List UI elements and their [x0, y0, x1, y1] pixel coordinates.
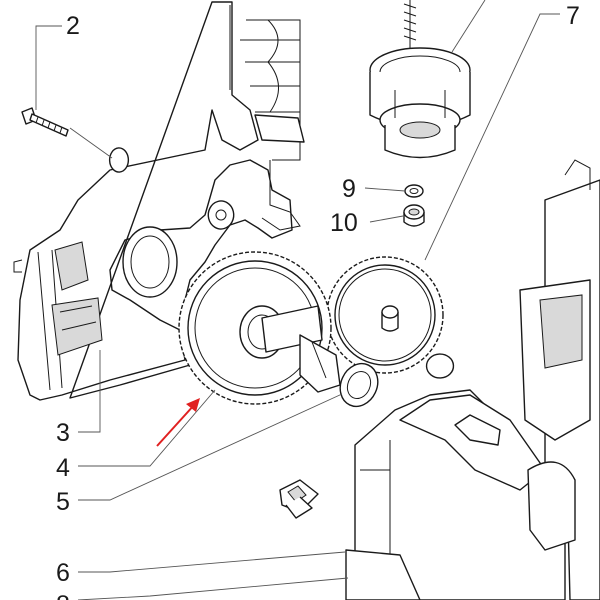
second-gear — [326, 256, 444, 374]
part-9-washer — [404, 184, 424, 198]
red-arrow-indicator — [156, 398, 200, 447]
leader-lines — [35, 0, 560, 600]
callout-2: 2 — [66, 12, 80, 40]
part-4-main-gear — [178, 251, 332, 405]
part-7-spring-holder — [369, 0, 471, 159]
part-3-side-cover — [13, 1, 305, 401]
callout-4: 4 — [56, 454, 70, 482]
callout-10: 10 — [330, 209, 358, 237]
callout-8: 8 — [56, 591, 70, 600]
small-clip — [279, 479, 319, 519]
callout-5: 5 — [56, 488, 70, 516]
leader-2b — [69, 127, 113, 159]
leader-5 — [78, 393, 343, 501]
leader-4 — [78, 389, 216, 467]
leader-7 — [424, 13, 560, 261]
leader-2 — [35, 25, 62, 110]
leader-3 — [78, 350, 101, 433]
part-5-shaft — [261, 305, 379, 408]
part-10-bushing — [403, 204, 425, 227]
part-2-screw — [21, 107, 69, 137]
callout-labels: 2 3 4 5 6 7 8 9 10 — [56, 2, 580, 600]
leader-9 — [364, 187, 406, 192]
leader-8 — [77, 577, 349, 600]
callout-9: 9 — [342, 175, 356, 203]
callout-3: 3 — [56, 419, 70, 447]
leader-10 — [369, 215, 404, 223]
part-6-base-housing — [345, 159, 600, 600]
callout-7: 7 — [566, 2, 580, 30]
leader-6 — [78, 551, 346, 573]
leader-7b — [451, 0, 486, 53]
callout-6: 6 — [56, 559, 70, 587]
